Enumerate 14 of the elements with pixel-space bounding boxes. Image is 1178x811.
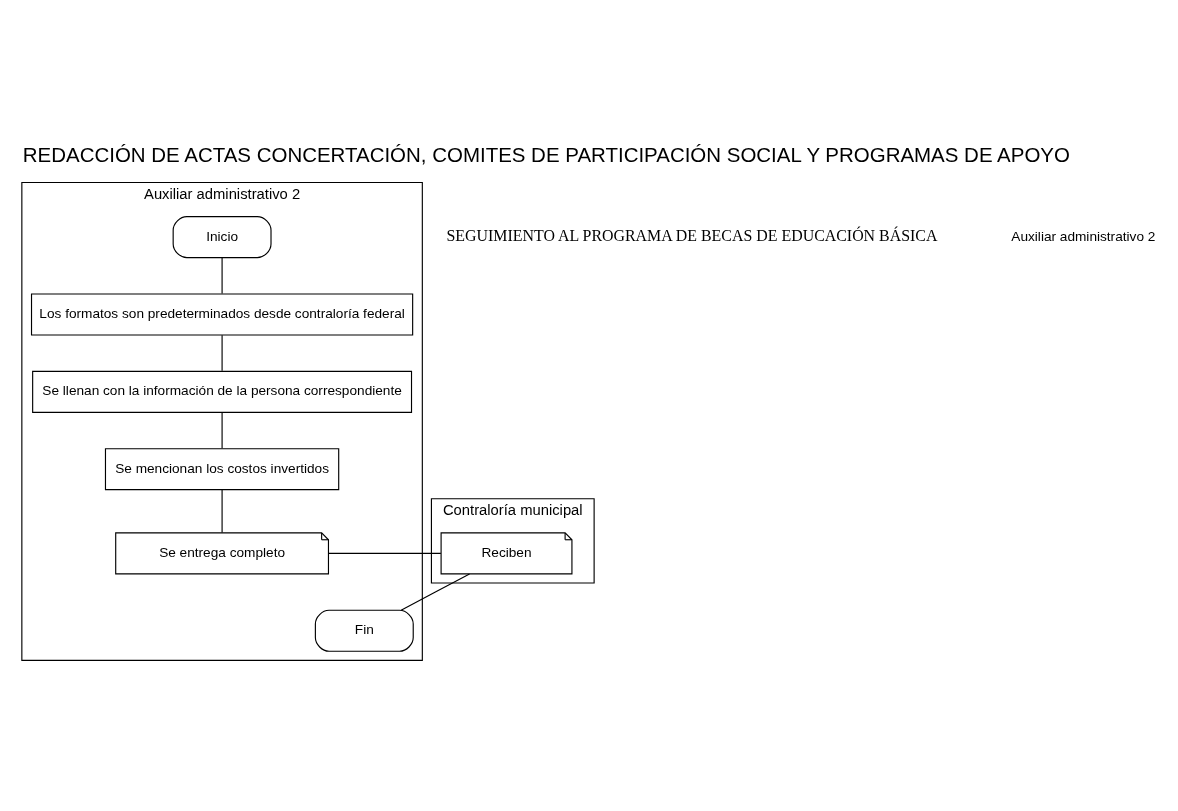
node-box: Inicio <box>172 216 272 259</box>
node-box: Se mencionan los costos invertidos <box>104 448 340 491</box>
label: SEGUIMIENTO AL PROGRAMA DE BECAS DE EDUCACIÓN BÁSICA <box>446 227 938 245</box>
node-box: Fin <box>314 609 414 652</box>
connector <box>221 489 223 533</box>
node-box: Los formatos son predeterminados desde contraloría federal <box>30 293 414 336</box>
connector <box>221 412 223 449</box>
node-box: Se llenan con la información de la persona correspondiente <box>32 370 413 413</box>
diagram-title: REDACCIÓN DE ACTAS CONCERTACIÓN, COMITES DE PARTICIPACIÓN SOCIAL Y PROGRAMAS DE APOYO <box>22 143 1070 167</box>
connector <box>221 334 223 372</box>
connector <box>328 552 442 554</box>
connector <box>400 573 471 611</box>
label: Auxiliar administrativo 2 <box>1011 228 1156 244</box>
connector <box>221 257 223 295</box>
